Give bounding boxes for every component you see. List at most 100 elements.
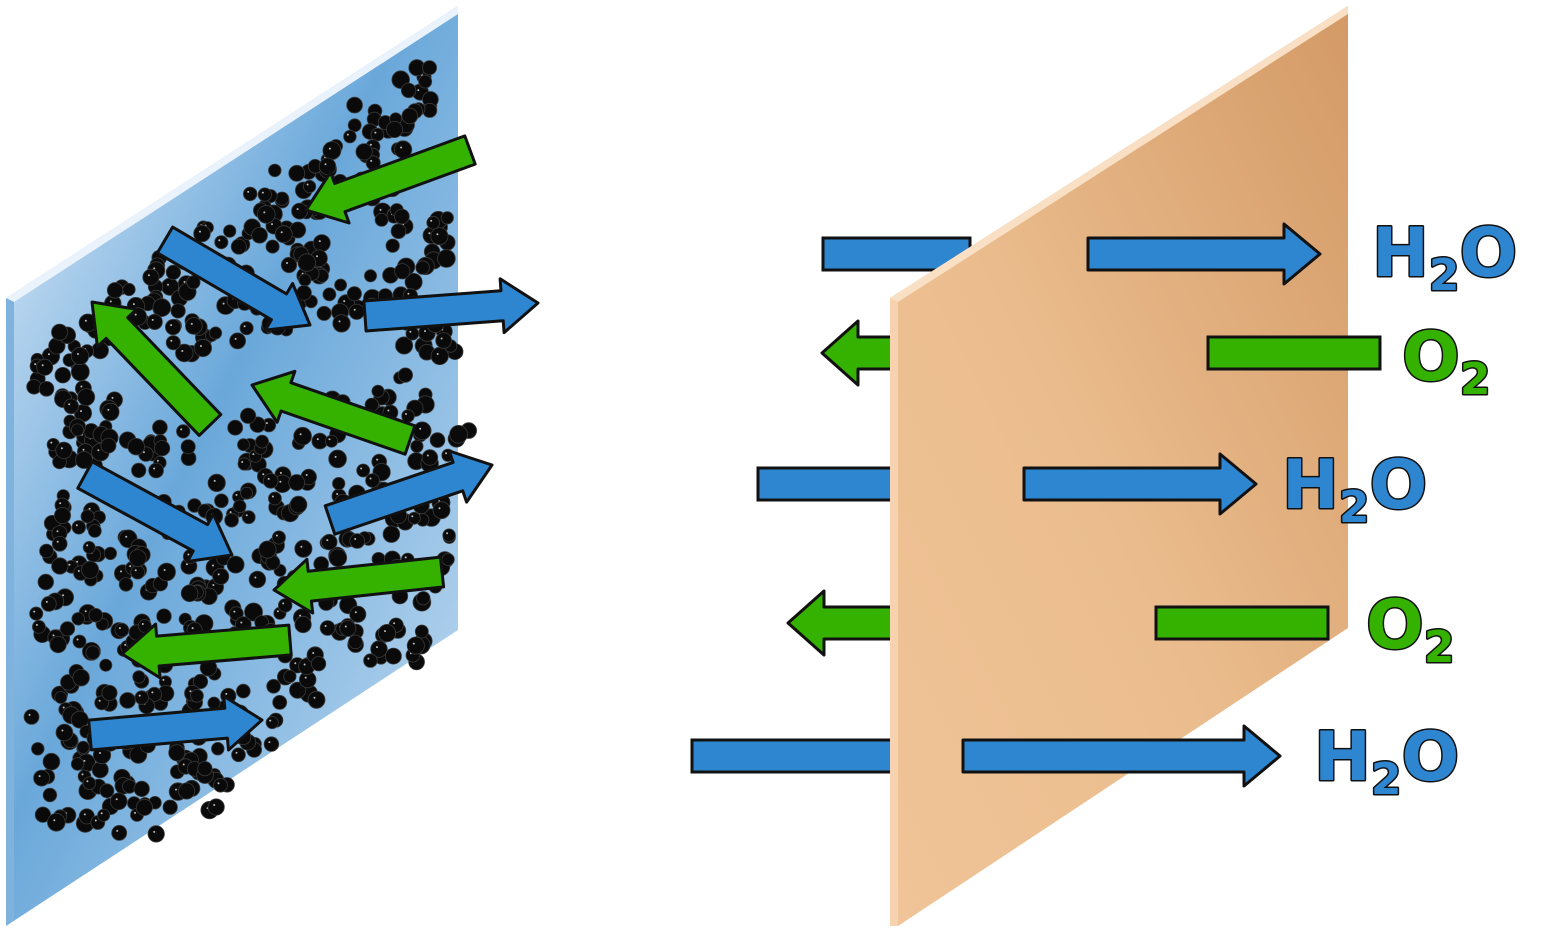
carbon-particle <box>40 596 57 612</box>
carbon-particle <box>207 798 225 816</box>
left-flow-arrows <box>76 134 540 752</box>
particle-highlight <box>354 538 357 540</box>
particle-highlight <box>134 569 137 572</box>
particle-highlight <box>241 461 244 463</box>
carbon-particle <box>440 211 454 225</box>
carbon-particle <box>33 769 50 787</box>
particle-highlight <box>245 514 248 517</box>
carbon-particle <box>162 799 178 815</box>
particle-highlight <box>316 438 319 441</box>
particle-highlight <box>120 570 122 573</box>
particle-highlight <box>60 447 63 450</box>
carbon-particle <box>103 546 118 561</box>
carbon-particle <box>91 761 109 779</box>
carbon-particle <box>271 530 286 545</box>
water-flow-arrow <box>76 460 234 563</box>
water-flow-arrow <box>87 694 264 752</box>
carbon-particle <box>241 510 256 525</box>
carbon-particle <box>207 473 226 492</box>
carbon-particle <box>410 439 424 453</box>
particle-highlight <box>217 573 220 576</box>
particle-highlight <box>409 330 412 333</box>
carbon-particle <box>72 634 87 649</box>
carbon-particle <box>42 752 61 771</box>
particle-highlight <box>116 829 119 832</box>
carbon-particle <box>363 653 378 668</box>
carbon-particle <box>263 736 280 752</box>
particle-highlight <box>265 422 268 425</box>
particle-highlight <box>324 625 327 627</box>
carbon-particle <box>230 238 247 255</box>
particle-highlight <box>267 477 270 480</box>
carbon-particle <box>294 615 312 634</box>
right-panel-side-edge <box>890 298 898 926</box>
carbon-particle <box>31 742 45 756</box>
carbon-particle <box>237 438 250 452</box>
particle-highlight <box>279 480 282 483</box>
particle-highlight <box>254 576 257 579</box>
dense-membrane <box>690 6 1382 926</box>
particle-highlight <box>151 318 154 321</box>
particle-highlight <box>132 303 135 306</box>
particle-highlight <box>271 495 274 498</box>
carbon-particle <box>147 825 165 843</box>
label-water-3: H2O <box>1314 718 1459 805</box>
carbon-particle <box>265 239 280 254</box>
carbon-particle <box>266 678 281 694</box>
carbon-particle <box>82 541 96 554</box>
carbon-particle <box>54 367 72 384</box>
carbon-particle <box>190 688 204 703</box>
label-oxygen-2: O2 <box>1366 586 1454 673</box>
particle-highlight <box>38 775 41 778</box>
particle-highlight <box>75 524 78 527</box>
carbon-particle <box>226 555 245 574</box>
carbon-particle <box>293 426 312 446</box>
carbon-particle <box>154 440 171 457</box>
carbon-particle <box>101 402 120 421</box>
carbon-particle <box>236 683 251 699</box>
carbon-particle <box>197 760 213 777</box>
carbon-particle <box>278 598 293 613</box>
particle-highlight <box>384 630 386 633</box>
carbon-particle <box>85 645 101 660</box>
oxygen-flow-arrow <box>120 622 293 680</box>
right-panel-top-edge <box>890 6 1348 302</box>
particle-highlight <box>300 545 303 548</box>
carbon-particle <box>294 539 313 558</box>
particle-highlight <box>387 409 390 412</box>
particle-highlight <box>83 759 86 762</box>
carbon-particle <box>99 658 113 672</box>
particle-highlight <box>86 780 89 783</box>
particle-highlight <box>376 458 379 461</box>
particle-highlight <box>370 159 373 162</box>
particle-highlight <box>299 433 302 436</box>
particle-highlight <box>213 479 216 482</box>
particle-highlight <box>252 453 255 456</box>
particle-highlight <box>296 208 299 211</box>
particle-highlight <box>134 811 136 814</box>
carbon-particle <box>346 96 363 114</box>
particle-highlight <box>294 662 297 665</box>
particle-highlight <box>100 812 103 815</box>
carbon-particle <box>38 380 55 397</box>
carbon-particle <box>119 692 136 709</box>
carbon-particle <box>135 798 153 816</box>
carbon-particle <box>178 782 196 800</box>
carbon-particle <box>223 224 237 238</box>
carbon-particle <box>421 449 439 466</box>
particle-highlight <box>124 643 127 646</box>
particle-highlight <box>405 413 407 415</box>
carbon-particle <box>268 163 282 178</box>
particle-highlight <box>86 544 89 547</box>
carbon-particle <box>231 747 246 763</box>
oxygen-outflow-arrow <box>820 319 894 387</box>
particle-highlight <box>99 752 101 754</box>
carbon-particle <box>415 260 430 275</box>
carbon-particle <box>374 212 389 227</box>
particle-highlight <box>440 337 443 340</box>
carbon-particle <box>88 608 103 623</box>
particle-highlight <box>53 819 56 822</box>
particle-highlight <box>59 502 62 505</box>
particle-highlight <box>97 449 100 452</box>
carbon-particle <box>322 141 342 161</box>
